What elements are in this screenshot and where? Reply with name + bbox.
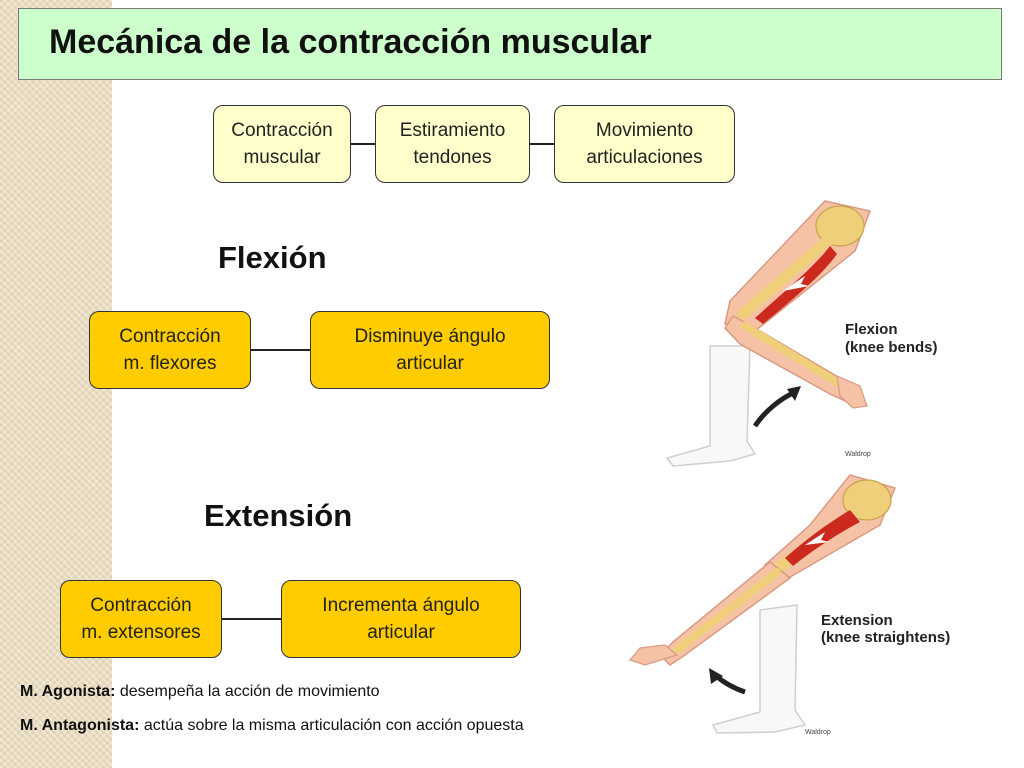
agonist-definition: M. Agonista: desempeña la acción de movi…: [20, 683, 380, 701]
femur: [737, 230, 839, 320]
tibia: [673, 568, 781, 654]
connector-line: [221, 618, 283, 620]
extension-box-angle-increase: Incrementa ángulo articular: [281, 580, 521, 658]
motion-arrowhead: [787, 386, 801, 401]
chain-box-joint-movement: Movimiento articulaciones: [554, 105, 735, 183]
antagonist-term: M. Antagonista:: [20, 717, 140, 734]
extension-box-contraction: Contracción m. extensores: [60, 580, 222, 658]
motion-arrow: [752, 389, 797, 428]
flexion-sublabel: (knee bends): [845, 339, 938, 356]
connector-line: [529, 143, 555, 145]
page-title: Mecánica de la contracción muscular: [49, 23, 652, 61]
flexion-box-contraction: Contracción m. flexores: [89, 311, 251, 389]
motion-arrowhead: [709, 668, 723, 684]
connector-line: [250, 349, 312, 351]
extension-heading: Extensión: [204, 498, 353, 533]
tibia: [741, 322, 844, 388]
foot: [836, 375, 868, 409]
extension-credit: Waldrop: [805, 729, 831, 736]
flexion-box-angle-decrease: Disminuye ángulo articular: [310, 311, 550, 389]
connector-line: [350, 143, 376, 145]
foot: [628, 644, 679, 666]
knee-extension-illustration: Extension (knee straightens) Waldrop: [628, 474, 950, 736]
title-banner: Mecánica de la contracción muscular: [18, 8, 1002, 80]
chain-box-tendon-stretch: Estiramiento tendones: [375, 105, 530, 183]
antagonist-definition: M. Antagonista: actúa sobre la misma art…: [20, 717, 524, 735]
chain-box-muscle-contraction: Contracción muscular: [213, 105, 351, 183]
muscle-arrow: [805, 532, 829, 545]
agonist-term: M. Agonista:: [20, 683, 116, 700]
muscle-arrow: [783, 276, 809, 291]
knee-flexion-illustration: Flexion (knee bends) Waldrop: [665, 200, 938, 467]
extension-sublabel: (knee straightens): [821, 629, 950, 646]
extension-label: Extension: [821, 612, 893, 629]
flexion-label: Flexion: [845, 321, 898, 338]
flexion-credit: Waldrop: [845, 451, 871, 458]
flexion-heading: Flexión: [218, 240, 327, 275]
agonist-text: desempeña la acción de movimiento: [115, 683, 380, 700]
quadriceps-muscle: [785, 510, 860, 566]
standing-leg: [665, 345, 757, 467]
antagonist-text: actúa sobre la misma articulación con ac…: [139, 717, 524, 734]
standing-leg: [711, 604, 807, 734]
